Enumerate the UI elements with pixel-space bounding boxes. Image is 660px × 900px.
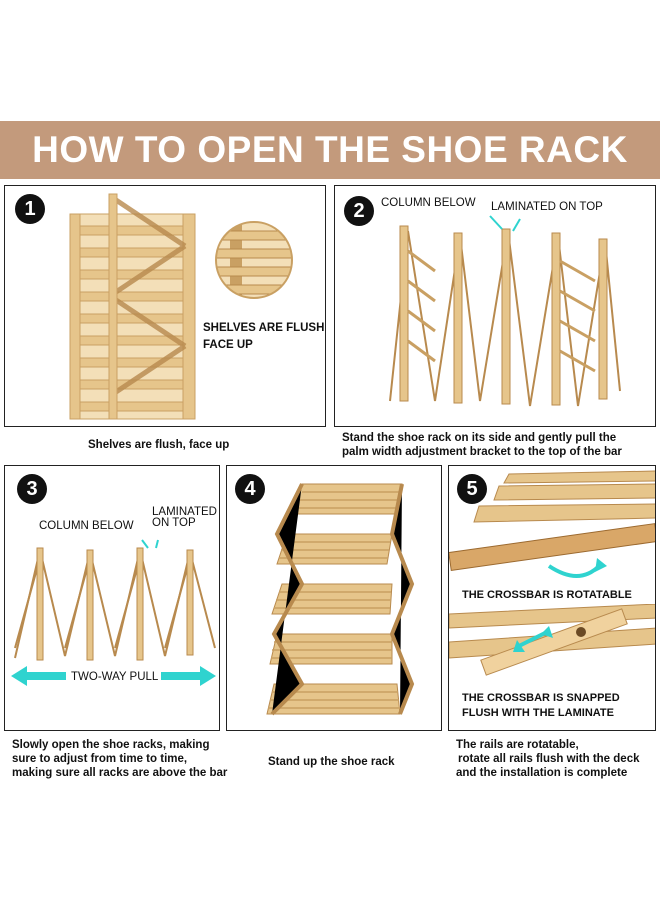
side-pull-rack-image — [389, 215, 621, 407]
step-1-label-line-2: FACE UP — [203, 339, 253, 351]
step-3-label-two-way-pull: TWO-WAY PULL — [71, 671, 159, 683]
opening-rack-image — [14, 539, 216, 661]
step-4-panel: 4 — [226, 465, 442, 731]
step-5-label-snapped-line-1: THE CROSSBAR IS SNAPPED — [462, 692, 620, 704]
step-2-label-column-below: COLUMN BELOW — [381, 197, 476, 209]
title-banner: HOW TO OPEN THE SHOE RACK — [0, 121, 660, 179]
step-5-label-rotatable: THE CROSSBAR IS ROTATABLE — [462, 589, 632, 601]
step-5-badge: 5 — [457, 474, 487, 504]
page-title: HOW TO OPEN THE SHOE RACK — [32, 129, 628, 170]
step-2-caption-line-1: Stand the shoe rack on its side and gent… — [342, 432, 617, 444]
two-way-arrow-icon — [11, 666, 216, 686]
folded-rack-image — [69, 193, 196, 420]
step-1-panel: 1 SHELVES ARE FLUSH, FACE UP — [4, 185, 326, 427]
step-5-label-snapped-line-2: FLUSH WITH THE LAMINATE — [462, 707, 614, 719]
step-3-badge: 3 — [17, 474, 47, 504]
step-5-caption-line-2: rotate all rails flush with the deck — [458, 753, 640, 765]
step-1-badge: 1 — [15, 194, 45, 224]
step-5-caption-line-3: and the installation is complete — [456, 767, 628, 779]
step-2-badge: 2 — [344, 196, 374, 226]
step-3-caption-line-3: making sure all racks are above the bar — [12, 767, 228, 779]
flush-shelf-detail-image — [215, 221, 293, 299]
step-1-label-line-1: SHELVES ARE FLUSH, — [203, 322, 326, 334]
step-3-caption-line-1: Slowly open the shoe racks, making — [12, 739, 210, 751]
standing-rack-image — [266, 483, 415, 716]
step-2-caption-line-2: palm width adjustment bracket to the top… — [342, 446, 622, 458]
step-4-badge: 4 — [235, 474, 265, 504]
step-3-label-laminated: LAMINATED — [152, 506, 217, 518]
step-5-caption-line-1: The rails are rotatable, — [456, 739, 579, 751]
crossbar-rotatable-image — [449, 470, 655, 578]
step-4-caption: Stand up the shoe rack — [268, 756, 395, 768]
step-2-label-laminated-on-top: LAMINATED ON TOP — [491, 201, 603, 213]
step-3-panel: 3 COLUMN BELOW LAMINATED ON TOP TWO-WAY … — [4, 465, 220, 731]
crossbar-snapped-image — [449, 604, 655, 676]
step-1-caption: Shelves are flush, face up — [88, 439, 230, 451]
step-3-label-column-below: COLUMN BELOW — [39, 520, 134, 532]
step-2-panel: 2 COLUMN BELOW LAMINATED ON TOP — [334, 185, 656, 427]
step-3-caption-line-2: sure to adjust from time to time, — [12, 753, 188, 765]
step-5-panel: 5 THE CROSSBAR IS ROTATABLE THE CROSSBAR… — [448, 465, 656, 731]
step-3-label-on-top: ON TOP — [152, 517, 196, 529]
